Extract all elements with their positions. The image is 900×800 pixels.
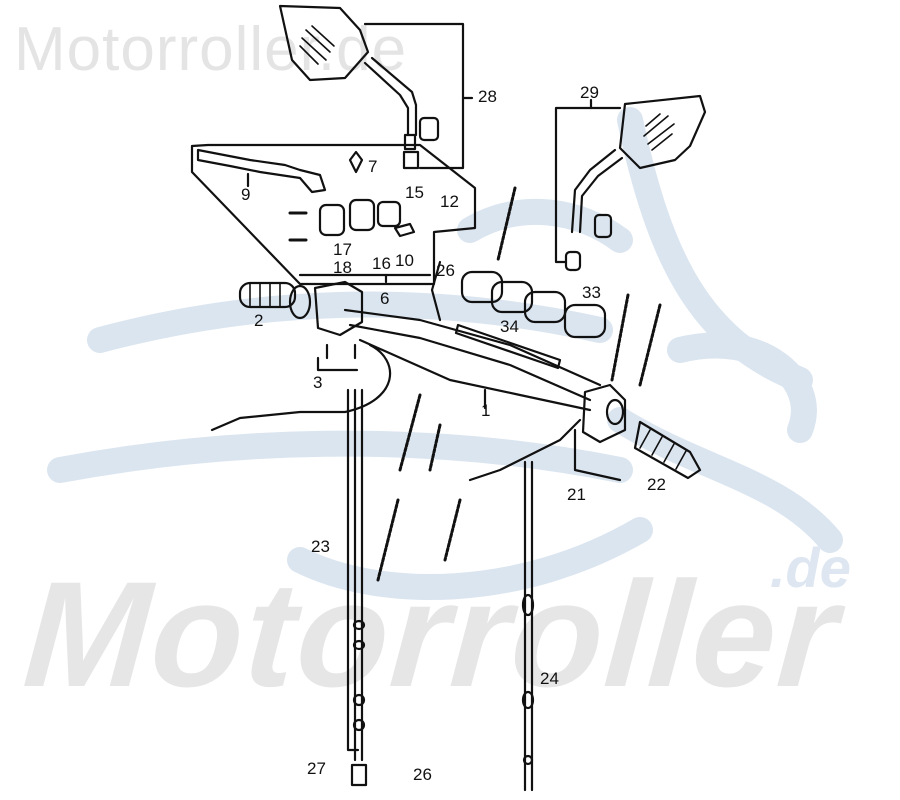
right-mirror-icon (554, 94, 707, 272)
watermark-suffix: .de (770, 536, 851, 599)
part-label-22[interactable]: 23 (311, 537, 330, 556)
part-label-21[interactable]: 22 (647, 475, 666, 494)
part-label-16[interactable]: 17 (333, 240, 352, 259)
part-label-15[interactable]: 16 (372, 254, 391, 273)
part-label-10[interactable]: 10 (395, 251, 414, 270)
part-label-1[interactable]: 1 (481, 401, 491, 420)
part-label-34[interactable]: 34 (500, 317, 519, 336)
part-label-12[interactable]: 15 (405, 183, 424, 202)
part-label-7[interactable]: 7 (368, 157, 378, 176)
part-label-23[interactable]: 24 (540, 669, 559, 688)
part-label-17[interactable]: 18 (333, 258, 352, 277)
part-label-29[interactable]: 29 (580, 83, 599, 102)
left-mirror-icon (278, 4, 474, 170)
part-label-26[interactable]: 26 (413, 765, 432, 784)
part-label-3[interactable]: 3 (313, 373, 323, 392)
part-label-6[interactable]: 6 (380, 289, 390, 308)
part-label-11[interactable]: 12 (440, 192, 459, 211)
part-label-9[interactable]: 9 (241, 185, 251, 204)
part-label-18[interactable]: 21 (567, 485, 586, 504)
part-label-2[interactable]: 2 (254, 311, 264, 330)
part-label-24[interactable]: 26 (436, 261, 455, 280)
part-label-28[interactable]: 28 (478, 87, 497, 106)
part-label-33[interactable]: 33 (582, 283, 601, 302)
part-label-27[interactable]: 27 (307, 759, 326, 778)
watermark-top-text: Motorroller.de (14, 15, 408, 84)
